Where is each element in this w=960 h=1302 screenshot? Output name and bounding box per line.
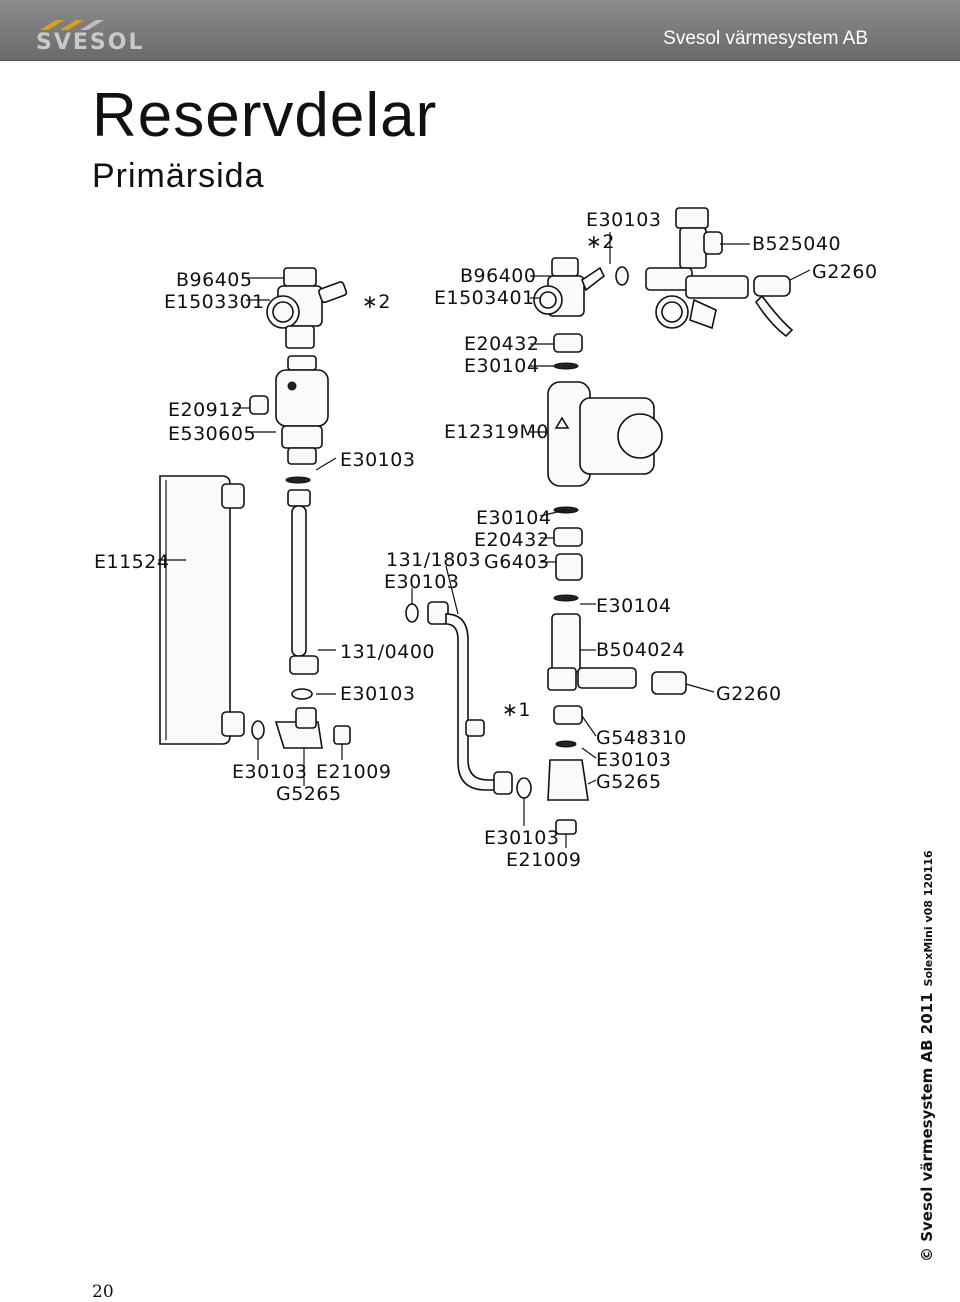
pump-column [533,257,687,835]
dirt-filter [249,355,329,465]
label-e30104: E30104 [464,355,539,377]
label-g548310: G548310 [596,727,687,749]
label-b504024: B504024 [596,639,685,661]
page-subtitle: Primärsida [92,157,265,195]
page-header: SVESOL Svesol värmesystem AB [0,0,960,61]
pipe-left [251,476,351,749]
label-131-1803: 131/1803 [386,549,481,571]
label-e30103-top: E30103 [586,209,661,231]
label-e21009: E21009 [316,761,391,783]
spare-parts-diagram: B96405 E1503301 ∗2 E20912 E530605 E30103… [94,207,878,871]
heat-exchanger [159,475,245,745]
label-star2-left: ∗2 [362,291,391,313]
label-e30103: E30103 [596,749,671,771]
label-g5265: G5265 [276,783,342,805]
label-e30103: E30103 [340,449,415,471]
safety-group-left [266,267,348,349]
label-e30104: E30104 [596,595,671,617]
label-e30103: E30103 [384,571,459,593]
label-e12319m0: E12319M0 [444,421,549,443]
label-g2260: G2260 [812,261,878,283]
valve-group-right [645,207,794,338]
label-b96405: B96405 [176,269,252,291]
label-e30103: E30103 [340,683,415,705]
label-e1503301: E1503301 [164,291,265,313]
copyright-text: © Svesol värmesystem AB 2011 [918,992,936,1262]
label-star2-top: ∗2 [586,231,615,253]
label-e30103: E30103 [484,827,559,849]
label-e11524: E11524 [94,551,169,573]
label-e30104: E30104 [476,507,551,529]
version-text: SolexMini v08 120116 [922,850,935,987]
label-e530605: E530605 [168,423,256,445]
label-g6403: G6403 [484,551,550,573]
leader-lines [158,232,811,848]
page-title: Reservdelar [92,81,438,150]
brand-wordmark: SVESOL [36,30,145,55]
company-name: Svesol värmesystem AB [663,28,868,49]
label-e20432: E20432 [464,333,539,355]
label-e30103: E30103 [232,761,307,783]
label-g2260: G2260 [716,683,782,705]
copyright-sidebar: © Svesol värmesystem AB 2011 SolexMini v0… [918,850,936,1262]
label-131-0400: 131/0400 [340,641,435,663]
label-e21009: E21009 [506,849,581,871]
svesol-logo [40,20,104,30]
label-b96400: B96400 [460,265,536,287]
label-e20912: E20912 [168,399,243,421]
label-e1503401: E1503401 [434,287,535,309]
label-g5265: G5265 [596,771,662,793]
label-e20432: E20432 [474,529,549,551]
page-number: 20 [92,1282,114,1302]
label-star1: ∗1 [502,699,531,721]
label-b525040: B525040 [752,233,841,255]
